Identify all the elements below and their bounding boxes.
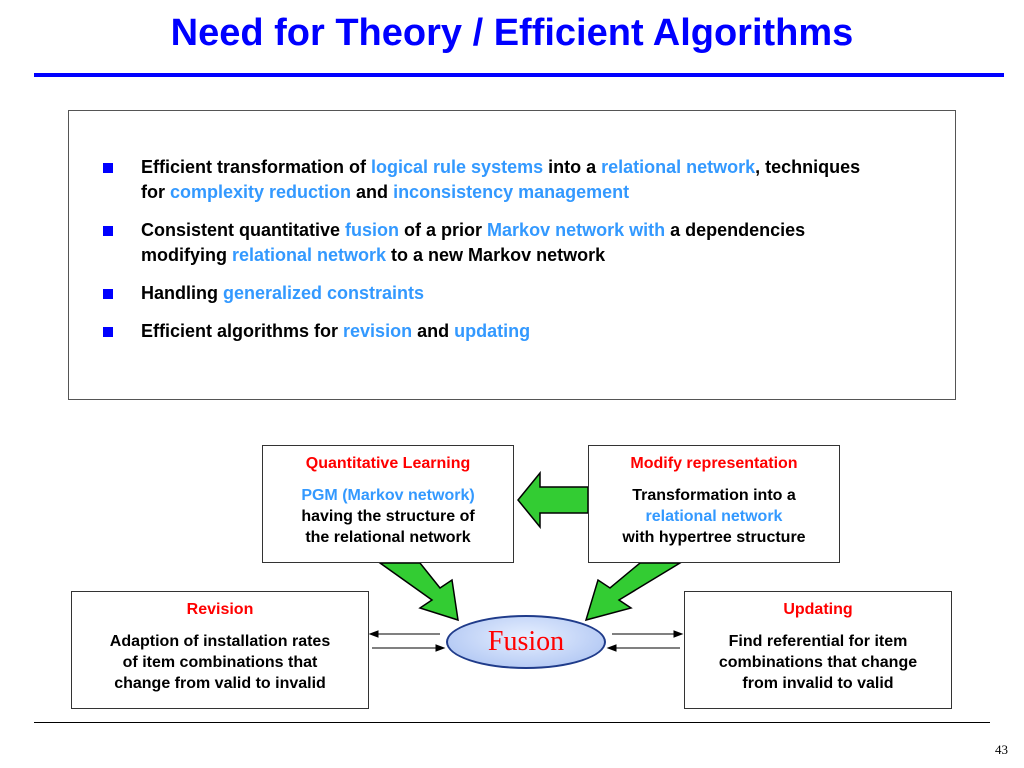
quant-line1: PGM (Markov network) <box>301 487 475 504</box>
bullet-square-icon <box>103 327 113 337</box>
revision-box: Revision Adaption of installation rates … <box>71 591 369 709</box>
bullet-highlight-text: inconsistency management <box>393 182 630 202</box>
bullet-box: Efficient transformation of logical rule… <box>68 110 956 400</box>
bullet-item: Efficient transformation of logical rule… <box>99 155 889 205</box>
arrow-quant-to-fusion <box>377 562 459 622</box>
revision-line1: Adaption of installation rates <box>109 633 331 650</box>
quantitative-learning-heading: Quantitative Learning <box>305 455 471 472</box>
bullet-highlight-text: fusion <box>345 220 400 240</box>
arrow-revision-fusion <box>368 630 446 652</box>
revision-heading: Revision <box>186 601 254 618</box>
bullet-item: Consistent quantitative fusion of a prio… <box>99 218 889 268</box>
bullet-square-icon <box>103 289 113 299</box>
updating-box: Updating Find referential for item combi… <box>684 591 952 709</box>
revision-line2: of item combinations that <box>122 654 318 671</box>
arrow-fusion-updating <box>606 630 684 652</box>
quantitative-learning-box: Quantitative Learning PGM (Markov networ… <box>262 445 514 563</box>
modify-line3: with hypertree structure <box>622 529 806 546</box>
bullet-text: Consistent quantitative <box>141 220 346 240</box>
bullet-text: Efficient algorithms for <box>141 321 344 341</box>
bullet-highlight-text: logical rule systems <box>371 157 544 177</box>
revision-line3: change from valid to invalid <box>114 675 326 692</box>
bullet-square-icon <box>103 163 113 173</box>
bullet-square-icon <box>103 226 113 236</box>
slide-title: Need for Theory / Efficient Algorithms <box>170 12 854 54</box>
bullet-highlight-text: relational network <box>232 245 387 265</box>
bullet-highlight-text: relational network <box>601 157 756 177</box>
bullet-highlight-text: generalized constraints <box>223 283 425 303</box>
bullet-item: Handling generalized constraints <box>99 281 889 306</box>
updating-line3: from invalid to valid <box>742 675 894 692</box>
updating-heading: Updating <box>783 601 853 618</box>
updating-line1: Find referential for item <box>728 633 908 650</box>
fusion-ellipse: Fusion <box>446 615 606 669</box>
footer-rule <box>34 722 990 723</box>
arrow-modify-to-fusion <box>584 562 683 622</box>
quant-line2: having the structure of <box>301 508 475 525</box>
bullet-highlight-text: Markov network with <box>487 220 666 240</box>
bullet-text: Efficient transformation of <box>141 157 372 177</box>
bullet-text: and <box>412 321 455 341</box>
bullet-highlight-text: updating <box>454 321 531 341</box>
title-underline <box>34 73 1004 77</box>
modify-line1: Transformation into a <box>632 487 796 504</box>
updating-line2: combinations that change <box>718 654 918 671</box>
bullet-highlight-text: complexity reduction <box>170 182 352 202</box>
bullet-text: to a new Markov network <box>386 245 606 265</box>
modify-representation-heading: Modify representation <box>630 455 798 472</box>
quant-line3: the relational network <box>305 529 471 546</box>
bullet-text: and <box>351 182 394 202</box>
bullet-text: , techniques for <box>141 157 861 202</box>
bullet-text: Handling <box>141 283 223 303</box>
bullet-highlight-text: revision <box>343 321 413 341</box>
modify-representation-box: Modify representation Transformation int… <box>588 445 840 563</box>
bullet-text: a dependencies modifying <box>141 220 806 265</box>
bullet-item: Efficient algorithms for revision and up… <box>99 319 889 344</box>
page-number: 43 <box>995 742 1008 757</box>
bullet-list: Efficient transformation of logical rule… <box>99 155 889 357</box>
arrow-modify-to-quant <box>517 470 589 530</box>
modify-line2: relational network <box>645 508 783 525</box>
bullet-text: of a prior <box>399 220 488 240</box>
bullet-text: into a <box>543 157 602 177</box>
